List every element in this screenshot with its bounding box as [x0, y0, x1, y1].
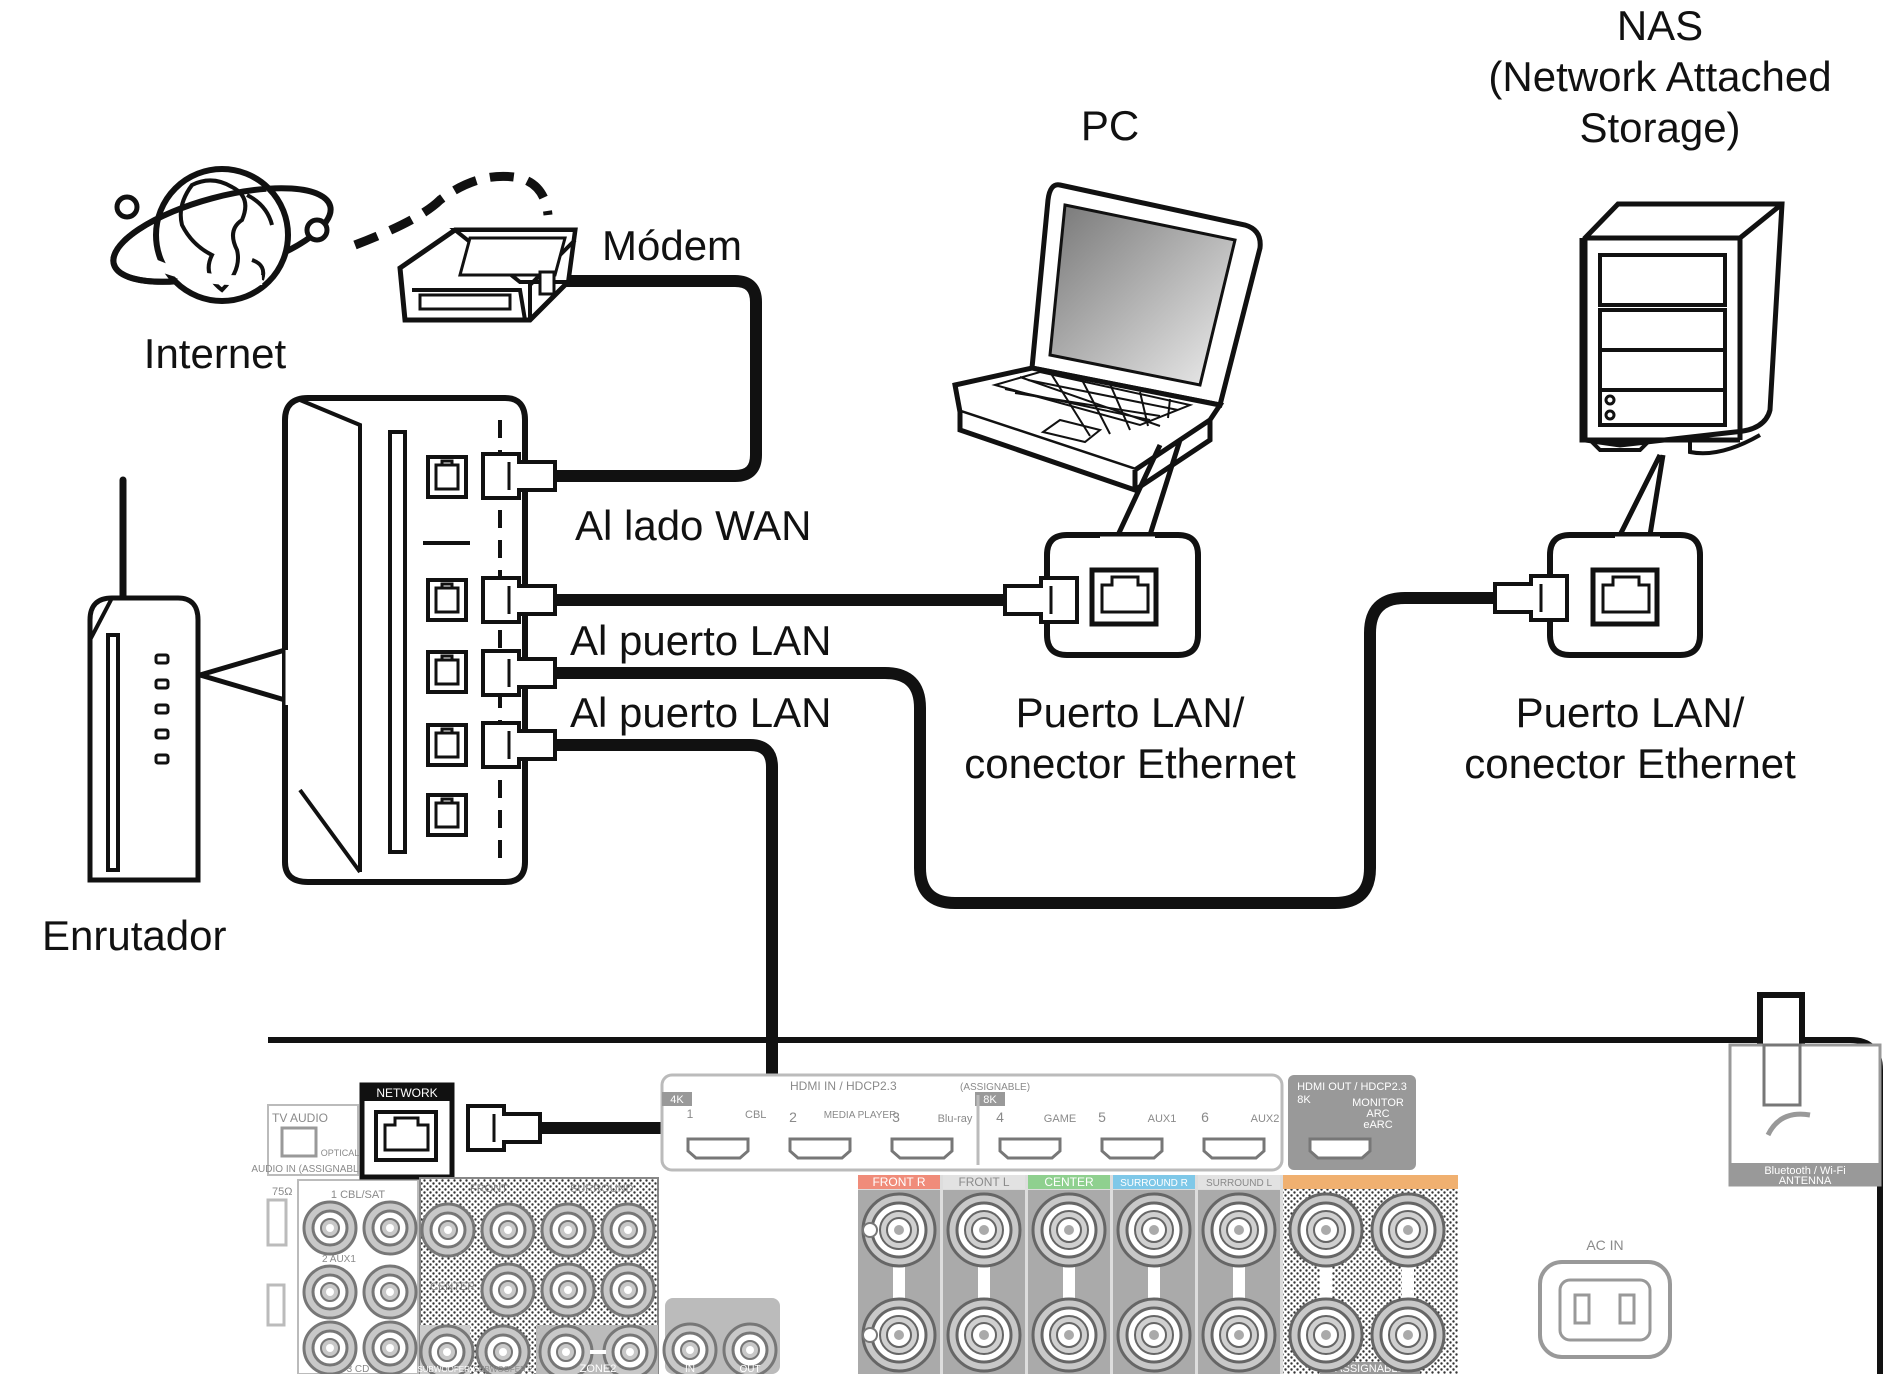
surround-l-label: SURROUND L — [1206, 1178, 1273, 1189]
globe-icon — [106, 166, 334, 304]
hdmi-input-3-name: MEDIA PLAYER — [824, 1110, 897, 1121]
hdmi-out-label: HDMI OUT / HDCP2.3 — [1297, 1081, 1407, 1093]
hdmi-input-3-num: 3 — [892, 1109, 900, 1125]
pc-port-label: Puerto LAN/ conector Ethernet — [940, 687, 1320, 789]
internet-label: Internet — [143, 330, 287, 377]
nas-icon — [1579, 201, 1785, 456]
wan-label: Al lado WAN — [575, 502, 812, 549]
pc-port-label-line1: Puerto LAN/ — [1015, 689, 1245, 736]
pre-surround-label: SURROUND — [570, 1183, 634, 1195]
nas-lan-port-callout — [1493, 453, 1703, 658]
badge-4k: 4K — [670, 1094, 684, 1106]
network-label: NETWORK — [376, 1086, 437, 1100]
hdmi-input-1-num: 1 — [687, 1107, 694, 1121]
hdmi-input-6-name: AUX2 — [1251, 1113, 1280, 1125]
zone2-label: ZONE2 — [580, 1363, 617, 1374]
pc-title: PC — [1080, 102, 1140, 149]
laptop-icon — [952, 182, 1263, 494]
hdmi-input-6-num: 6 — [1201, 1109, 1209, 1125]
front-l-label: FRONT L — [958, 1175, 1009, 1189]
hdmi-input-5-name: AUX1 — [1148, 1113, 1177, 1125]
tv-audio-label: TV AUDIO — [272, 1111, 328, 1125]
ohm-label: 75Ω — [272, 1186, 292, 1198]
router-icon — [87, 395, 557, 885]
surround-r-label: SURROUND R — [1120, 1178, 1188, 1189]
cable-lan-receiver — [534, 739, 778, 1134]
nas-port-label-line2: conector Ethernet — [1464, 740, 1796, 788]
badge-8k: 8K — [983, 1094, 997, 1106]
nas-port-label: Puerto LAN/ conector Ethernet — [1440, 687, 1820, 789]
front-r-label: FRONT R — [872, 1175, 925, 1189]
cd-label: 3 CD — [347, 1364, 370, 1374]
antenna-label-1: Bluetooth / Wi-Fi — [1764, 1165, 1845, 1177]
assignable-label: ASSIGNABLE — [1335, 1363, 1405, 1374]
modem-icon — [397, 227, 578, 323]
hdmi-input-2-num: 2 — [789, 1109, 797, 1125]
hdmi-input-4-name: GAME — [1044, 1113, 1076, 1125]
hdmi-assignable-label: (ASSIGNABLE) — [960, 1082, 1030, 1093]
badge-8k-out: 8K — [1297, 1094, 1311, 1106]
audio-in-label: AUDIO IN (ASSIGNABLE) — [251, 1164, 368, 1175]
nas-title: NAS (Network Attached Storage) — [1470, 0, 1850, 154]
nas-title-line2: (Network Attached — [1488, 53, 1832, 101]
modem-label: Módem — [602, 222, 743, 269]
hdmi-input-1-name: CBL — [745, 1109, 766, 1121]
subwoofer-2-label: SUBWOOFER 2 — [473, 1365, 533, 1374]
hdmi-in-label: HDMI IN / HDCP2.3 — [790, 1079, 897, 1093]
subwoofer-1-label: SUBWOOFER 1 — [417, 1365, 477, 1374]
antenna-label-2: ANTENNA — [1779, 1175, 1832, 1187]
ac-in-label: AC IN — [1586, 1237, 1623, 1253]
hdmi-input-4-num: 4 — [996, 1109, 1004, 1125]
pc-lan-port-callout — [1003, 439, 1201, 658]
pre-center-label: CENTER — [430, 1281, 475, 1293]
nas-port-label-line1: Puerto LAN/ — [1515, 689, 1745, 736]
optical-label: OPTICAL — [321, 1148, 360, 1158]
center-label: CENTER — [1044, 1175, 1094, 1189]
pc-port-label-line2: conector Ethernet — [964, 740, 1296, 788]
hdmi-input-5-num: 5 — [1098, 1109, 1106, 1125]
nas-title-line3: Storage) — [1579, 104, 1741, 152]
monitor-label: MONITOR — [1352, 1097, 1404, 1109]
internet-modem-dashed-link — [353, 171, 553, 250]
pre-front-label: FRONT — [470, 1183, 508, 1195]
monitor-earc-label: eARC — [1363, 1119, 1392, 1131]
cbl-sat-label: 1 CBL/SAT — [331, 1189, 385, 1201]
monitor-arc-label: ARC — [1366, 1108, 1389, 1120]
nas-title-line1: NAS — [1616, 2, 1704, 49]
cable-lan-nas — [544, 592, 1506, 909]
aux1-in-label: 2 AUX1 — [322, 1254, 356, 1265]
router-label: Enrutador — [42, 912, 227, 959]
in-label: IN — [685, 1364, 695, 1374]
receiver-back-panel: Bluetooth / Wi-Fi ANTENNA TV AUDIO OPTIC… — [251, 992, 1883, 1374]
out-label: OUT — [739, 1364, 760, 1374]
lan-port-label-2: Al puerto LAN — [570, 689, 832, 736]
cable-modem-wan — [532, 275, 762, 482]
lan-port-label-1: Al puerto LAN — [570, 617, 832, 664]
hdmi-input-bluray: Blu-ray — [938, 1113, 973, 1125]
